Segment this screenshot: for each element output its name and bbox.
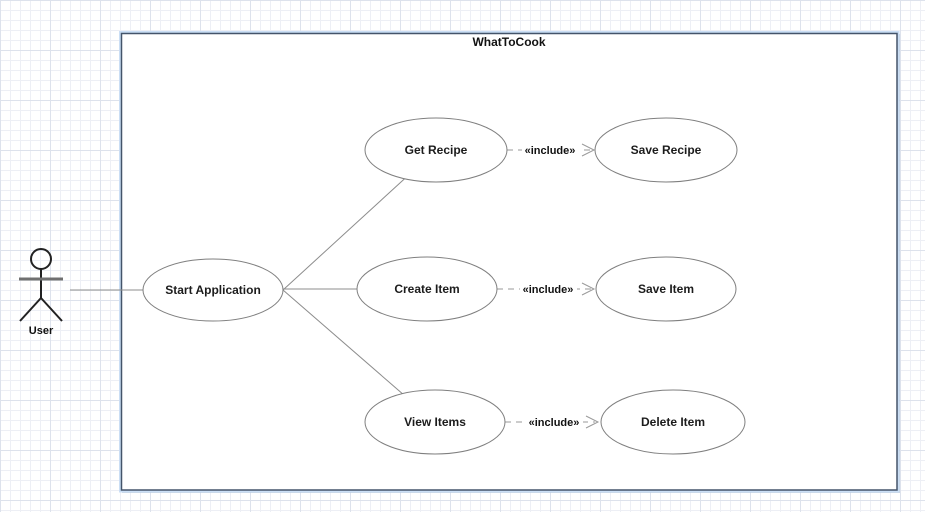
actor-label: User — [29, 325, 54, 337]
include-arrow-get-recipe-save-recipe[interactable]: «include» — [507, 143, 596, 157]
usecase-ellipse — [142, 258, 284, 322]
include-label-bg — [522, 143, 579, 157]
usecase-delete-item[interactable]: Delete Item — [600, 389, 746, 455]
usecase-label: Delete Item — [641, 415, 705, 429]
usecase-label: Start Application — [165, 283, 261, 297]
open-arrowhead-icon — [581, 143, 596, 157]
include-label-bg — [526, 415, 583, 429]
usecase-get-recipe[interactable]: Get Recipe — [364, 117, 508, 183]
stick-figure-icon — [19, 248, 63, 322]
usecase-label: Save Item — [638, 282, 694, 296]
open-arrowhead-icon — [585, 415, 600, 429]
include-label: «include» — [525, 145, 576, 157]
usecase-save-recipe[interactable]: Save Recipe — [594, 117, 738, 183]
system-boundary[interactable]: WhatToCook — [119, 31, 900, 493]
include-label: «include» — [523, 284, 574, 296]
usecase-save-item[interactable]: Save Item — [595, 256, 737, 322]
usecase-label: Get Recipe — [405, 143, 468, 157]
usecase-label: Save Recipe — [631, 143, 702, 157]
usecase-ellipse — [364, 117, 508, 183]
usecase-ellipse — [595, 256, 737, 322]
usecase-view-items[interactable]: View Items — [364, 389, 506, 455]
include-arrow-create-item-save-item[interactable]: «include» — [497, 282, 596, 296]
include-label-bg — [520, 282, 577, 296]
usecase-ellipse — [600, 389, 746, 455]
usecase-label: View Items — [404, 415, 466, 429]
usecase-ellipse — [594, 117, 738, 183]
include-label: «include» — [529, 417, 580, 429]
include-arrow-view-items-delete-item[interactable]: «include» — [505, 415, 600, 429]
actor-head — [30, 248, 52, 270]
usecase-start-application[interactable]: Start Application — [142, 258, 284, 322]
actor-leg-left — [19, 297, 42, 322]
usecase-ellipse — [364, 389, 506, 455]
boundary-rect — [120, 32, 898, 491]
system-title: WhatToCook — [472, 35, 545, 49]
actor-user[interactable]: User — [19, 248, 63, 337]
usecase-label: Create Item — [394, 282, 459, 296]
open-arrowhead-icon — [581, 282, 596, 296]
actor-leg-right — [40, 297, 63, 322]
usecase-create-item[interactable]: Create Item — [356, 256, 498, 322]
usecase-ellipse — [356, 256, 498, 322]
